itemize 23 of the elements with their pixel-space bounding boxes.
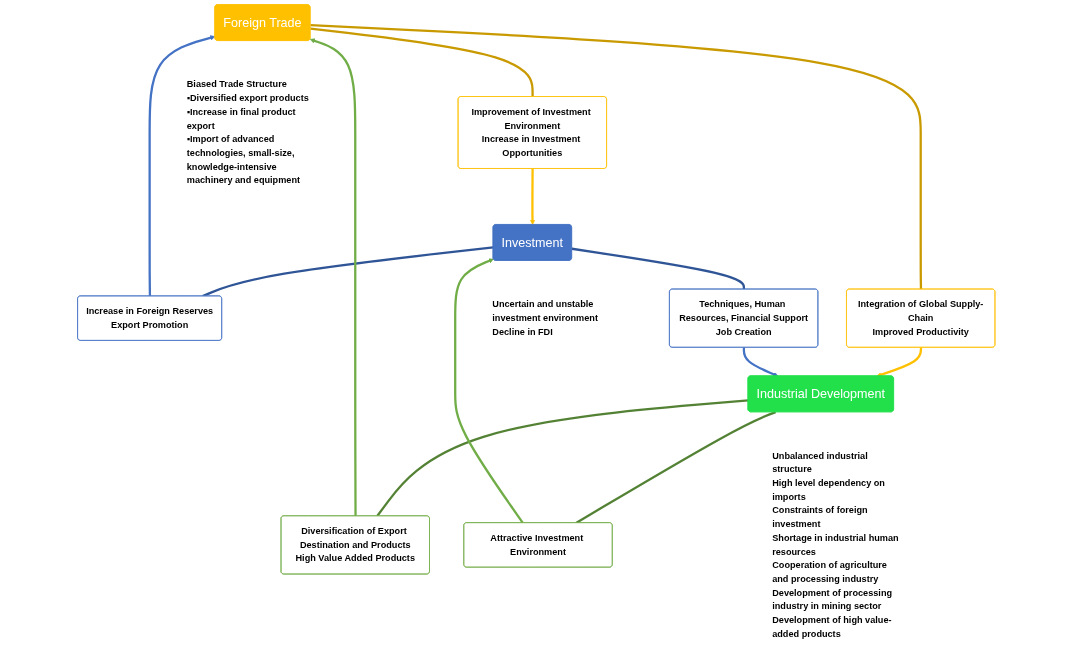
arrow bbox=[454, 258, 524, 524]
arrow bbox=[310, 38, 357, 517]
node-label: High level dependency on imports bbox=[772, 478, 886, 502]
node-label: Development of processing industry in mining sector bbox=[772, 587, 893, 612]
node-label: Development of high value-added products bbox=[772, 615, 892, 639]
node-label: ▪Increase in final product export bbox=[186, 106, 296, 131]
node-label: ▪Import of advanced technologies, small-size, knowledge-intensive machinery and equipment bbox=[186, 134, 301, 186]
node-label: Constraints of foreign investment bbox=[772, 505, 868, 529]
node-label: Cooperation of agriculture and processing industry bbox=[772, 560, 888, 584]
connector bbox=[571, 247, 746, 290]
node-label: Shortage in industrial human resources bbox=[772, 532, 899, 557]
arrow bbox=[148, 35, 216, 297]
connector bbox=[376, 399, 749, 517]
connector bbox=[575, 411, 777, 524]
node-label: Uncertain and unstable investment environment bbox=[492, 299, 599, 323]
node-label: Decline in FDI bbox=[492, 326, 553, 337]
arrow bbox=[742, 347, 779, 377]
node-label: Biased Trade Structure bbox=[186, 79, 288, 90]
connector bbox=[310, 24, 923, 290]
connector bbox=[310, 27, 534, 97]
arrow bbox=[530, 168, 536, 225]
node-label: ▪Diversified export products bbox=[186, 93, 310, 103]
node-label: Unbalanced industrial structure bbox=[772, 450, 868, 475]
